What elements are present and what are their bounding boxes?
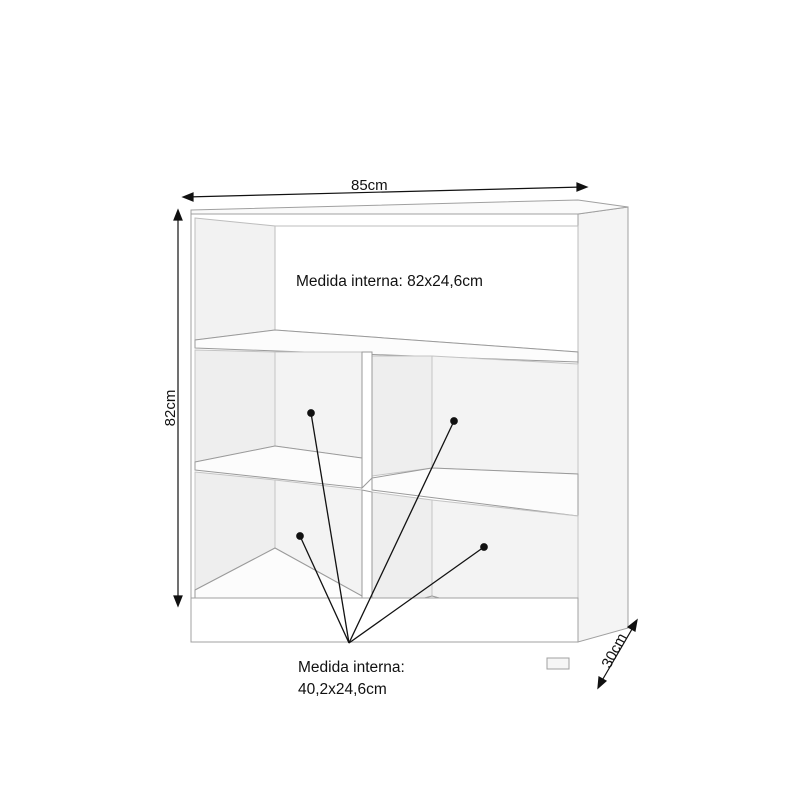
width-label: 85cm xyxy=(351,177,388,194)
cubby-upper-left-wall xyxy=(194,349,276,463)
middle-shelf-left xyxy=(194,445,363,489)
callout-dot-upper-left xyxy=(307,409,315,417)
cubby-lower-right-wall xyxy=(371,491,433,613)
cubby-upper-right-back xyxy=(431,355,579,475)
right-side-panel xyxy=(577,206,629,643)
top-compartment-measure: Medida interna: 82x24,6cm xyxy=(296,273,483,290)
middle-divider-lower xyxy=(361,489,373,614)
middle-shelf-right xyxy=(371,467,579,517)
base-strip xyxy=(190,597,579,643)
callout-dot-upper-right xyxy=(450,417,458,425)
height-label: 82cm xyxy=(162,389,179,427)
middle-divider-upper xyxy=(361,351,373,490)
callout-dot-lower-left xyxy=(296,532,304,540)
depth-dimension-line xyxy=(597,618,638,690)
upper-shelf xyxy=(194,329,579,363)
height-dimension-line xyxy=(173,208,183,608)
cubby-upper-right-wall xyxy=(371,355,433,477)
callout-leaders xyxy=(296,409,488,644)
foot-front-right xyxy=(546,657,570,670)
width-dimension-line xyxy=(181,182,589,202)
callout-dot-lower-right xyxy=(480,543,488,551)
lower-measure-line-2: 40,2x24,6cm xyxy=(298,681,387,698)
cubby-upper-left-back xyxy=(274,351,363,459)
top-compartment-left-wall xyxy=(194,217,276,341)
lower-compartments-measure: Medida interna: 40,2x24,6cm xyxy=(298,657,405,701)
lower-measure-line-1: Medida interna: xyxy=(298,659,405,676)
